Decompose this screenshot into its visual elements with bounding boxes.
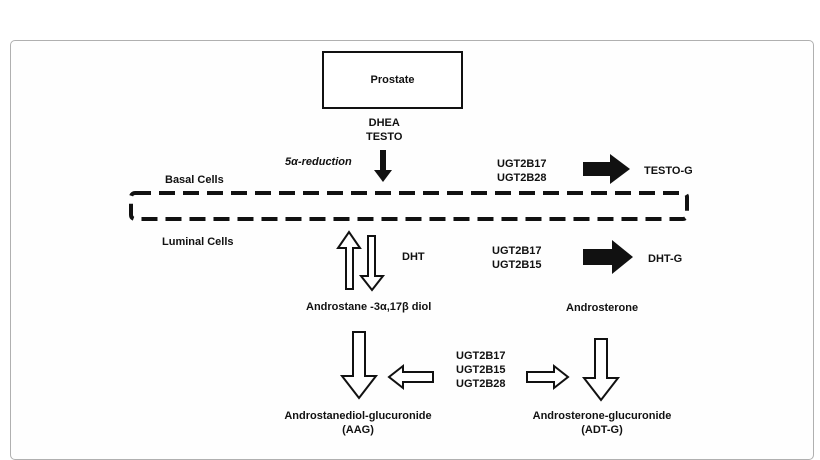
prostate-label: Prostate — [370, 74, 415, 86]
testo-label: TESTO — [366, 131, 403, 143]
adtg-name: Androsterone-glucuronide — [532, 410, 672, 422]
diagram-frame — [10, 40, 814, 460]
enzyme-label: UGT2B28 — [497, 172, 547, 184]
testo-g-label: TESTO-G — [644, 165, 693, 177]
pathway-diagram — [129, 150, 689, 402]
adtg-down-arrow — [581, 338, 621, 402]
adtg-label: Androsterone-glucuronide (ADT-G) — [522, 409, 682, 437]
androsterone-label: Androsterone — [566, 302, 639, 314]
dht-enzymes: UGT2B17 UGT2B15 — [492, 244, 542, 272]
testo-enzymes: UGT2B17 UGT2B28 — [497, 157, 547, 185]
aag-abbrev: (AAG) — [342, 424, 374, 436]
cell-membrane-boundary — [129, 191, 689, 221]
right-hollow-arrow — [526, 363, 570, 391]
enzyme-label: UGT2B15 — [492, 259, 542, 271]
enzyme-label: UGT2B28 — [456, 378, 506, 390]
enzyme-label: UGT2B17 — [456, 350, 506, 362]
aag-down-arrow — [339, 331, 379, 400]
enzyme-label: UGT2B17 — [497, 158, 547, 170]
basal-cells-label: Basal Cells — [165, 174, 224, 186]
reduction-arrow — [374, 150, 392, 182]
aag-name: Androstanediol-glucuronide — [284, 410, 432, 422]
shared-enzymes: UGT2B17 UGT2B15 UGT2B28 — [456, 349, 506, 391]
dht-down-arrow — [358, 235, 386, 292]
diol-label: Androstane -3α,17β diol — [306, 301, 432, 313]
luminal-cells-label: Luminal Cells — [162, 236, 234, 248]
dhea-label: DHEA — [368, 117, 400, 129]
enzyme-label: UGT2B17 — [492, 245, 542, 257]
dht-glucuronidation-arrow — [583, 240, 633, 274]
precursors-label: DHEA TESTO — [366, 116, 402, 144]
reduction-label: 5α-reduction — [285, 156, 352, 168]
enzyme-label: UGT2B15 — [456, 364, 506, 376]
dht-g-label: DHT-G — [648, 253, 683, 265]
dht-label: DHT — [402, 251, 425, 263]
testo-glucuronidation-arrow — [583, 154, 630, 184]
adtg-abbrev: (ADT-G) — [581, 424, 623, 436]
left-hollow-arrow — [387, 363, 434, 391]
prostate-box: Prostate — [322, 51, 463, 109]
dht-up-arrow — [336, 230, 362, 290]
aag-label: Androstanediol-glucuronide (AAG) — [270, 409, 446, 437]
